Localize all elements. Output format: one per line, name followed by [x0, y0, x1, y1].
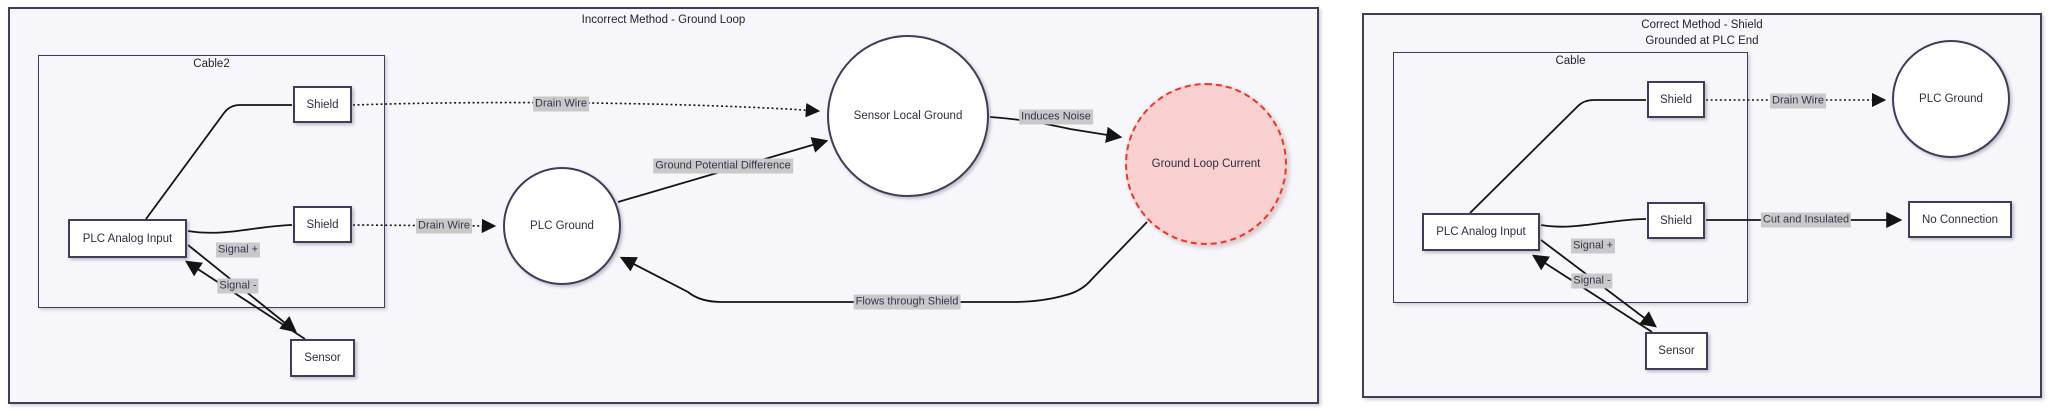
node-plc-ground-left: PLC Ground — [503, 167, 621, 285]
node-sensor-local-ground: Sensor Local Ground — [827, 35, 989, 197]
incorrect-method-title: Incorrect Method - Ground Loop — [581, 14, 746, 26]
node-ground-loop-current: Ground Loop Current — [1125, 83, 1287, 245]
correct-method-title-line2: Grounded at PLC End — [1645, 35, 1759, 47]
node-sensor-right: Sensor — [1645, 332, 1708, 370]
label-ground-potential-difference: Ground Potential Difference — [653, 158, 793, 174]
label-drain-wire-bottom: Drain Wire — [416, 218, 472, 234]
node-shield-top-right: Shield — [1647, 81, 1705, 118]
cable-subgraph-label: Cable — [1555, 55, 1586, 67]
label-signal-minus-right: Signal - — [1571, 273, 1613, 289]
node-sensor-left: Sensor — [290, 339, 355, 377]
node-shield-bottom-right: Shield — [1647, 202, 1705, 239]
node-plc-analog-input-left: PLC Analog Input — [68, 219, 187, 258]
label-induces-noise: Induces Noise — [1019, 109, 1093, 125]
node-plc-ground-right: PLC Ground — [1892, 40, 2010, 158]
correct-method-title-line1: Correct Method - Shield — [1641, 19, 1763, 31]
node-shield-top-left: Shield — [293, 86, 352, 123]
node-plc-analog-input-right: PLC Analog Input — [1422, 213, 1540, 251]
cable2-subgraph-label: Cable2 — [193, 58, 230, 70]
label-cut-and-insulated: Cut and Insulated — [1760, 212, 1852, 228]
label-signal-plus-right: Signal + — [1570, 238, 1616, 254]
node-no-connection: No Connection — [1908, 201, 2012, 238]
label-signal-plus-left: Signal + — [215, 242, 261, 258]
label-flows-through-shield: Flows through Shield — [853, 294, 961, 310]
node-shield-bottom-left: Shield — [293, 206, 352, 243]
label-drain-wire-right: Drain Wire — [1770, 93, 1826, 109]
label-signal-minus-left: Signal - — [217, 278, 259, 294]
label-drain-wire-top: Drain Wire — [533, 96, 589, 112]
